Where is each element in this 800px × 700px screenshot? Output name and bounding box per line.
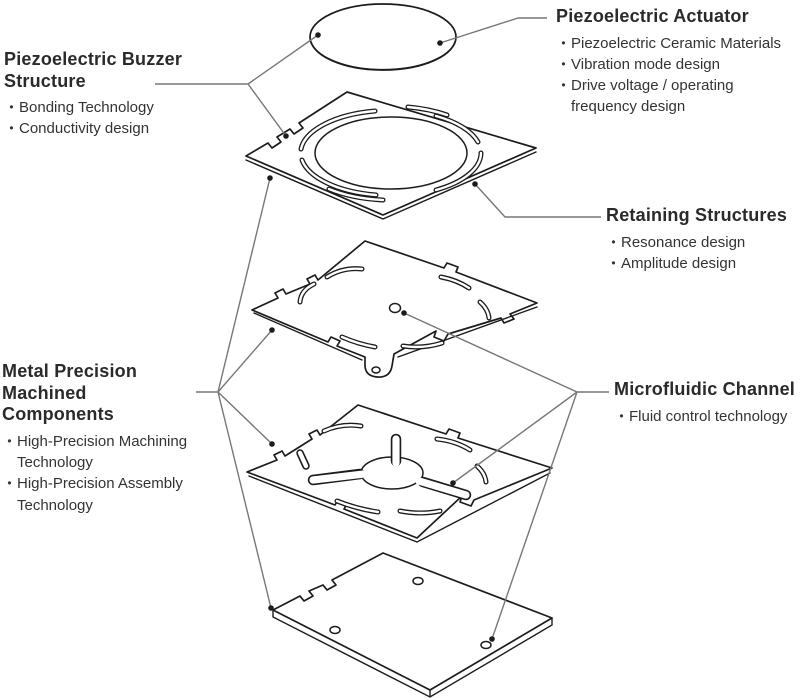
- bullet-item: • Amplitude design: [606, 253, 798, 274]
- bullet-dot: •: [561, 56, 566, 71]
- bullet-text: Piezoelectric Ceramic Materials: [571, 34, 782, 52]
- bullet-dot: •: [611, 234, 616, 249]
- bullet-item: • High-Precision Machining Technology: [2, 431, 196, 474]
- bullet-item: • Vibration mode design: [556, 54, 798, 75]
- bullet-text: Resonance design: [621, 233, 746, 251]
- label-microfluidic-channel: Microfluidic Channel • Fluid control tech…: [614, 379, 800, 427]
- buzzer-leader-line: [155, 34, 319, 137]
- bullet-dot: •: [561, 35, 566, 50]
- retaining-leader-line: [474, 183, 601, 218]
- label-piezoelectric-actuator: Piezoelectric Actuator • Piezoelectric Ce…: [556, 6, 798, 118]
- bullet-dot: •: [561, 78, 566, 93]
- bullet-item: • Piezoelectric Ceramic Materials: [556, 33, 798, 54]
- metal-title: Metal Precision Machined Components: [2, 361, 138, 425]
- label-metal-precision-machined-components: Metal Precision Machined Components • Hig…: [2, 361, 196, 516]
- actuator-leader-line: [439, 17, 547, 44]
- bullet-text: Conductivity design: [19, 120, 150, 138]
- bullet-item: • Drive voltage / operating frequency des…: [556, 75, 798, 118]
- bullet-dot: •: [7, 433, 12, 448]
- buzzer-bullet-list: • Bonding Technology • Conductivity design: [4, 97, 204, 140]
- label-retaining-structures: Retaining Structures • Resonance design • A…: [606, 205, 798, 274]
- bullet-text: High-Precision Assembly Technology: [17, 475, 183, 514]
- bullet-item: • Resonance design: [606, 232, 798, 253]
- bullet-text: Amplitude design: [621, 254, 737, 272]
- piezoelectric-actuator-disc-icon: [309, 3, 457, 71]
- bullet-dot: •: [9, 100, 14, 115]
- metal-leader-line: [196, 177, 273, 609]
- bullet-item: • Bonding Technology: [4, 97, 204, 118]
- microfluidic-leader-line: [403, 312, 609, 640]
- bullet-dot: •: [611, 255, 616, 270]
- bullet-dot: •: [7, 476, 12, 491]
- bullet-text: Vibration mode design: [571, 55, 720, 73]
- leader-lines: [155, 17, 609, 640]
- label-piezoelectric-buzzer-structure: Piezoelectric Buzzer Structure • Bonding …: [4, 49, 204, 140]
- microfluidic-title: Microfluidic Channel: [614, 379, 796, 399]
- buzzer-retaining-plate-icon: [245, 91, 537, 220]
- buzzer-title: Piezoelectric Buzzer Structure: [4, 49, 183, 91]
- bullet-text: Drive voltage / operating frequency desi…: [571, 77, 734, 116]
- retaining-bullet-list: • Resonance design • Amplitude design: [606, 232, 798, 275]
- bullet-item: • High-Precision Assembly Technology: [2, 473, 196, 516]
- bullet-text: Fluid control technology: [629, 407, 788, 425]
- connector-dots: [267, 32, 495, 642]
- actuator-title: Piezoelectric Actuator: [556, 6, 749, 26]
- base-plate-icon: [272, 552, 553, 698]
- bullet-dot: •: [9, 121, 14, 136]
- metal-bullet-list: • High-Precision Machining Technology • Hig…: [2, 431, 196, 516]
- valve-channel-plate-icon: [246, 404, 553, 543]
- bullet-item: • Fluid control technology: [614, 406, 800, 427]
- bullet-text: Bonding Technology: [19, 99, 154, 117]
- bullet-dot: •: [619, 408, 624, 423]
- retaining-title: Retaining Structures: [606, 205, 788, 225]
- microfluidic-bullet-list: • Fluid control technology: [614, 406, 800, 427]
- bullet-item: • Conductivity design: [4, 118, 204, 139]
- chamber-plate-icon: [251, 240, 538, 378]
- bullet-text: High-Precision Machining Technology: [17, 432, 188, 472]
- actuator-bullet-list: • Piezoelectric Ceramic Materials • Vibrati…: [556, 33, 798, 118]
